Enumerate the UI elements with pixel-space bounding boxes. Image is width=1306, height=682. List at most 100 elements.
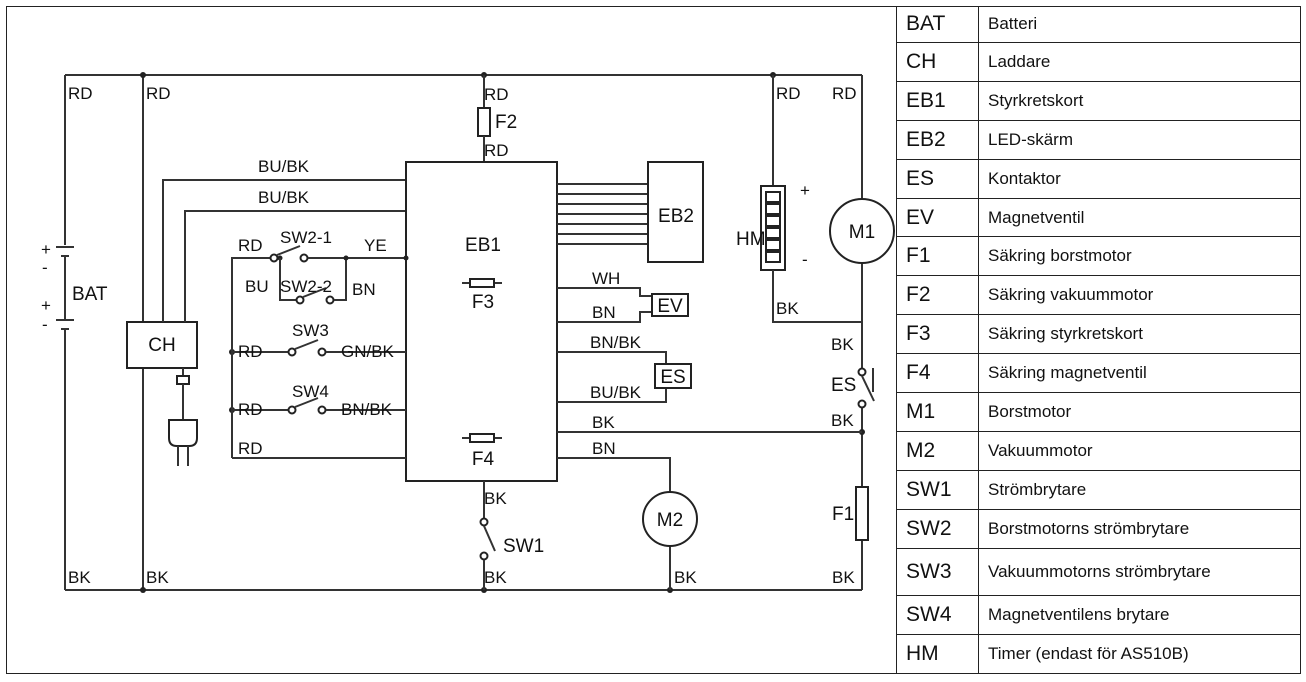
wire-label-bk-right-lower: BK — [831, 411, 854, 430]
ev-wiring — [557, 287, 652, 323]
legend-description: Säkring vakuummotor — [978, 275, 1301, 316]
wire-label-bn-bk-es: BN/BK — [590, 333, 642, 352]
charger-wires — [162, 179, 406, 322]
wire-label-bu-sw2: BU — [245, 277, 269, 296]
legend-code: ES — [896, 158, 979, 199]
legend-description: Styrkretskort — [978, 80, 1301, 121]
wire-label-bu-bk-1: BU/BK — [258, 157, 310, 176]
wire-label-bk-bottom-ch: BK — [146, 568, 169, 587]
sw2-2-label: SW2-2 — [280, 277, 332, 296]
legend-code: EB2 — [896, 119, 979, 160]
sw4-wiring — [231, 352, 406, 459]
fuse-f1 — [855, 486, 869, 541]
wire-label-rd-sw3: RD — [238, 342, 263, 361]
wire-label-bk-hm: BK — [776, 299, 799, 318]
legend-description: Timer (endast för AS510B) — [978, 633, 1301, 675]
fuse-f4 — [462, 433, 502, 443]
charger-box — [126, 321, 198, 369]
legend-description: Strömbrytare — [978, 470, 1301, 510]
legend-description: Magnetventilens brytare — [978, 594, 1301, 635]
wire-label-rd-ch: RD — [146, 84, 171, 103]
sw1-label: SW1 — [503, 536, 544, 557]
wire-label-rd-bottom: RD — [238, 439, 263, 458]
legend-description: Säkring styrkretskort — [978, 314, 1301, 355]
es-contactor-switch — [857, 367, 875, 409]
legend-description: Borstmotorns strömbrytare — [978, 508, 1301, 549]
wire-label-gn-bk: GN/BK — [341, 342, 395, 361]
wire-label-bn-sw2: BN — [352, 280, 376, 299]
wire-label-bk-bottom-left: BK — [68, 568, 91, 587]
sw3-label: SW3 — [292, 321, 329, 340]
wire-label-rd-left: RD — [68, 84, 93, 103]
legend-description: Batteri — [978, 6, 1301, 43]
sw1-main-switch — [479, 481, 496, 590]
legend-code: SW4 — [896, 594, 979, 635]
fuse-f4-label: F4 — [472, 449, 495, 470]
charger-plug-icon — [168, 368, 198, 466]
battery-plus-2: + — [41, 296, 51, 315]
legend-code: SW2 — [896, 508, 979, 549]
wire-label-rd-m1: RD — [832, 84, 857, 103]
sw2-wiring — [231, 245, 409, 352]
legend-code: BAT — [896, 6, 979, 43]
battery-label: BAT — [72, 284, 108, 305]
junction-dots — [140, 72, 865, 593]
battery-minus-2: - — [42, 315, 48, 334]
es-switch-label: ES — [831, 375, 856, 396]
ev-label: EV — [657, 296, 683, 317]
eb2-led-display — [647, 161, 704, 263]
wire-label-bu-bk-2: BU/BK — [258, 188, 310, 207]
wire-label-bk-m2: BK — [674, 568, 697, 587]
legend-code: EB1 — [896, 80, 979, 121]
legend-description: Borstmotor — [978, 392, 1301, 433]
wire-label-rd-hm: RD — [776, 84, 801, 103]
legend-code: M2 — [896, 431, 979, 471]
sw3-wiring — [232, 339, 406, 357]
hm-minus: - — [802, 250, 808, 269]
wire-label-bk-sw1: BK — [484, 568, 507, 587]
legend-code: F1 — [896, 236, 979, 277]
m2-label: M2 — [657, 510, 683, 531]
eb1-label: EB1 — [465, 235, 501, 256]
es-box-label: ES — [660, 367, 685, 388]
sw4-label: SW4 — [292, 382, 329, 401]
wire-label-bn-m2: BN — [592, 439, 616, 458]
hm-plus: + — [800, 181, 810, 200]
fuse-f1-label: F1 — [832, 504, 854, 525]
legend-description: Magnetventil — [978, 197, 1301, 238]
legend-code: F4 — [896, 353, 979, 394]
fuse-f2-label: F2 — [495, 112, 517, 133]
wire-label-bn-ev: BN — [592, 303, 616, 322]
legend-description: Laddare — [978, 41, 1301, 82]
legend-code: M1 — [896, 392, 979, 433]
wire-label-bk-bottom-right: BK — [832, 568, 855, 587]
wire-label-bk-mid: BK — [592, 413, 615, 432]
battery-minus-1: - — [42, 258, 48, 277]
sw2-1-label: SW2-1 — [280, 228, 332, 247]
fuse-f3-label: F3 — [472, 292, 494, 313]
wire-label-bk-below-eb1: BK — [484, 489, 507, 508]
wire-label-rd-f2-top: RD — [484, 85, 509, 104]
hm-label: HM — [736, 229, 766, 250]
wire-label-bu-bk-es: BU/BK — [590, 383, 642, 402]
wire-label-wh: WH — [592, 269, 620, 288]
legend-code: SW3 — [896, 547, 979, 596]
legend-description: Kontaktor — [978, 158, 1301, 199]
battery-symbol — [56, 246, 74, 340]
wire-label-rd-sw4: RD — [238, 400, 263, 419]
legend-code: CH — [896, 41, 979, 82]
